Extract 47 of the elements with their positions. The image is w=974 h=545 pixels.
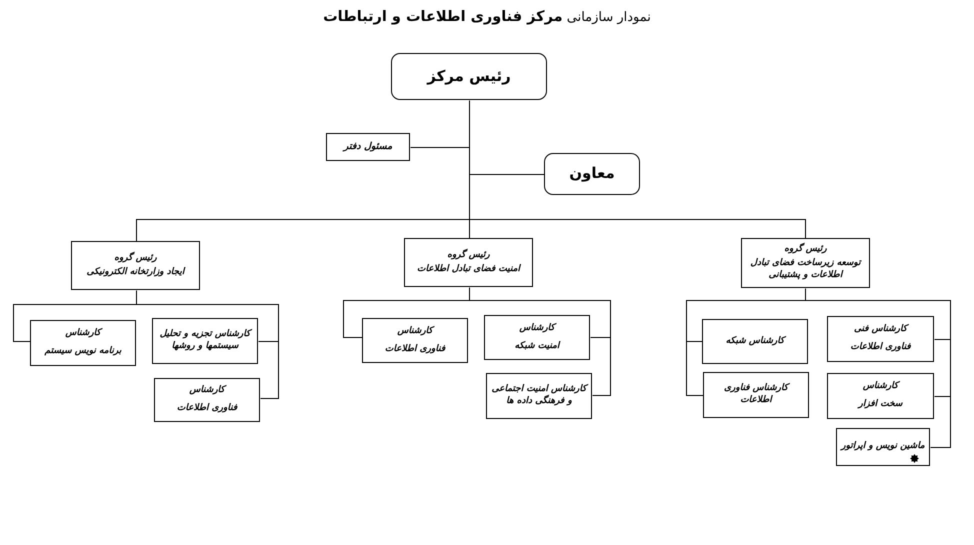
position-box [544, 153, 640, 195]
role-title: رئیس گروه [784, 244, 827, 256]
role-title: کارشناس امنیت اجتماعی و فرهنگی داده ها [490, 384, 588, 408]
role-detail: فناوری اطلاعات [176, 403, 238, 415]
role-title: رئیس گروه [114, 252, 157, 264]
role-title: کارشناس [65, 328, 101, 340]
role-detail: ایجاد وزارتخانه الکترونیکی [86, 266, 184, 278]
role-title: کارشناس [862, 380, 898, 393]
chart-title: نمودار سازمانی مرکز فناوری اطلاعات و ارتباطات [323, 10, 651, 25]
position-box [152, 318, 258, 364]
role-title: ماشین نویس و اپراتور [841, 441, 925, 453]
role-detail: سخت افزار [858, 399, 902, 412]
connector-line [469, 287, 611, 396]
role-title: کارشناس فنی [854, 324, 908, 336]
position-box [326, 133, 410, 161]
role-detail: امنیت شبکه [514, 340, 560, 352]
position-box [362, 318, 468, 363]
role-title: کارشناس شبکه [726, 336, 784, 348]
position-box [702, 319, 808, 364]
role-detail: امنیت فضای تبادل اطلاعات [417, 264, 520, 276]
role-title: معاون [569, 164, 615, 184]
role-title: رئیس گروه [447, 250, 490, 262]
connector-line [805, 288, 951, 448]
position-box [484, 315, 590, 360]
position-box [391, 53, 547, 100]
role-title: مسئول دفتر [344, 140, 392, 154]
role-detail: برنامه نویس سیستم [44, 346, 122, 358]
position-box [703, 372, 809, 418]
position-box [827, 373, 934, 419]
group-head-box [71, 241, 200, 290]
role-title: کارشناس [519, 322, 555, 334]
role-title: کارشناس فناوری اطلاعات [723, 383, 791, 407]
role-title: رئیس مرکز [427, 66, 511, 86]
position-box [30, 320, 136, 366]
role-detail: فناوری اطلاعات [850, 342, 911, 354]
role-title: کارشناس [189, 385, 225, 397]
position-box [154, 378, 260, 422]
role-title: کارشناس تجزیه و تحلیل سیستمها و روشها [158, 329, 254, 353]
position-box [827, 316, 934, 362]
role-title: کارشناس [397, 326, 433, 338]
position-box [486, 373, 592, 419]
position-box [836, 428, 930, 466]
group-head-box [404, 238, 533, 287]
group-head-box [741, 238, 870, 288]
role-detail: توسعه زیرساخت فضای تبادل اطلاعات و پشتیبانی [749, 258, 862, 282]
role-detail: فناوری اطلاعات [384, 344, 446, 356]
connector-line [136, 290, 279, 399]
